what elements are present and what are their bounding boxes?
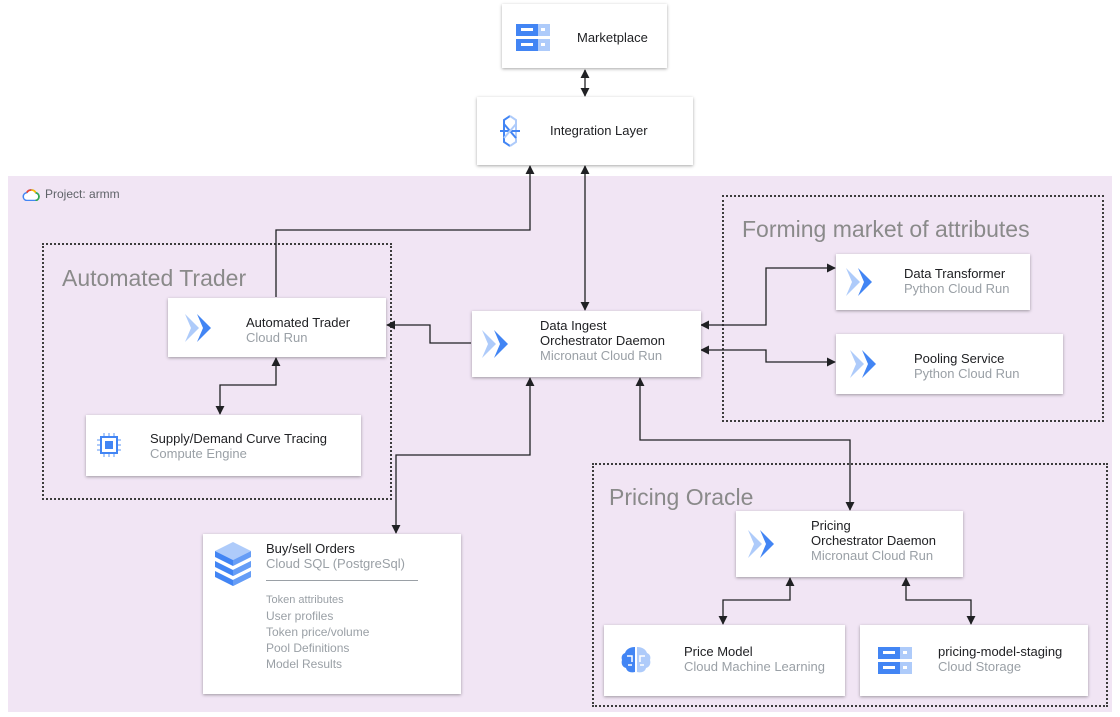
storage-icon (878, 647, 912, 674)
node-pricing-daemon[interactable]: Pricing Orchestrator Daemon Micronaut Cl… (736, 511, 963, 577)
node-title-line2: Orchestrator Daemon (540, 333, 665, 348)
list-item: Token attributes (266, 594, 344, 606)
node-subtitle: Micronaut Cloud Run (811, 548, 934, 563)
node-pooling-service[interactable]: Pooling Service Python Cloud Run (836, 334, 1063, 394)
node-title: Supply/Demand Curve Tracing (150, 431, 328, 446)
node-automated-trader[interactable]: Automated Trader Cloud Run (168, 298, 386, 357)
list-item: Token price/volume (266, 625, 370, 639)
list-item: Model Results (266, 657, 343, 671)
cloud-run-icon (185, 314, 211, 342)
node-title: Pooling Service (914, 351, 1005, 366)
list-item: User profiles (266, 609, 334, 623)
machine-learning-icon (621, 647, 651, 673)
project-label: Project: armm (22, 187, 120, 201)
node-subtitle: Cloud Run (246, 330, 308, 345)
list-item: Pool Definitions (266, 641, 350, 655)
node-title: Marketplace (577, 30, 648, 45)
node-title-line2: Orchestrator Daemon (811, 533, 936, 548)
divider (266, 580, 418, 581)
cloud-run-icon (850, 350, 876, 378)
group-title-forming-market: Forming market of attributes (742, 216, 1030, 242)
node-subtitle: Micronaut Cloud Run (540, 348, 663, 363)
integration-icon (500, 115, 520, 147)
project-label-text: Project: armm (45, 187, 120, 201)
node-subtitle: Cloud Storage (938, 659, 1022, 674)
node-pricing-storage[interactable]: pricing-model-staging Cloud Storage (860, 625, 1088, 696)
cloud-run-icon (482, 330, 508, 358)
node-subtitle: Python Cloud Run (904, 281, 1010, 296)
node-subtitle: Cloud Machine Learning (684, 659, 825, 674)
node-data-ingest[interactable]: Data Ingest Orchestrator Daemon Micronau… (472, 311, 701, 377)
cloud-run-icon (748, 530, 774, 558)
node-integration-layer[interactable]: Integration Layer (477, 97, 693, 165)
cloud-run-icon (846, 268, 872, 296)
table-list: Token attributes User profiles Token pri… (266, 592, 369, 672)
node-title: pricing-model-staging (938, 644, 1063, 659)
node-title: Automated Trader (246, 315, 351, 330)
cloud-sql-icon (215, 542, 251, 586)
node-title-line1: Data Ingest (540, 318, 607, 333)
node-subtitle: Compute Engine (150, 446, 247, 461)
storage-icon (516, 24, 550, 51)
node-supply-demand[interactable]: Supply/Demand Curve Tracing Compute Engi… (86, 415, 361, 476)
node-title: Data Transformer (904, 266, 1006, 281)
node-price-model[interactable]: Price Model Cloud Machine Learning (604, 625, 845, 696)
compute-engine-icon (97, 433, 121, 457)
node-marketplace[interactable]: Marketplace (502, 4, 667, 68)
cloud-icon (22, 188, 40, 201)
node-subtitle: Python Cloud Run (914, 366, 1020, 381)
node-subtitle: Cloud SQL (PostgreSql) (266, 556, 405, 571)
node-buy-sell-orders[interactable]: Buy/sell Orders Cloud SQL (PostgreSql) T… (203, 534, 461, 694)
group-automated-trader (42, 243, 392, 500)
group-title-pricing-oracle: Pricing Oracle (609, 484, 754, 510)
node-data-transformer[interactable]: Data Transformer Python Cloud Run (836, 254, 1030, 310)
node-title-line1: Pricing (811, 518, 851, 533)
group-title-automated-trader: Automated Trader (62, 265, 247, 291)
node-title: Integration Layer (550, 123, 648, 138)
node-title: Price Model (684, 644, 753, 659)
node-title: Buy/sell Orders (266, 541, 355, 556)
